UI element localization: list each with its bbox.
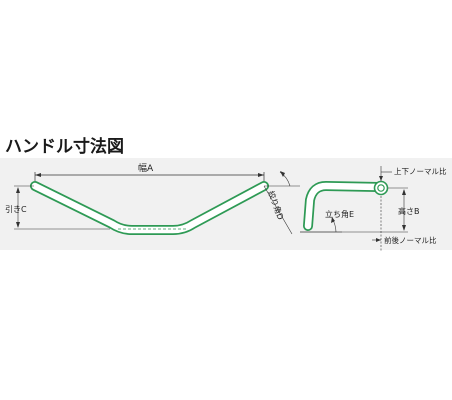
sweep-angle-label: 絞り角D [266,189,286,221]
vs-normal-bottom-label: 前後ノーマル比 [384,235,437,245]
pullback-label: 引きC [5,205,27,214]
pullback-dimension [14,185,110,230]
rise-angle-label: 立ち角E [325,209,354,219]
height-label: 高さB [398,206,420,216]
height-dimension [300,187,408,233]
sweep-angle-indicator [263,171,300,235]
handlebar-end-inner [377,184,385,192]
vs-normal-top-label: 上下ノーマル比 [394,166,447,176]
width-dimension [34,172,265,181]
vs-normal-indicator [372,166,392,252]
handlebar-front-view [30,181,269,235]
handlebar-side-outline [303,181,383,231]
handlebar-end-outer [373,180,389,196]
handlebar-side-view [303,180,389,231]
handlebar-side-fill [304,182,382,230]
page-title: ハンドル寸法図 [5,137,124,157]
handlebar-front-fill [31,182,268,234]
width-label: 幅A [138,162,154,174]
